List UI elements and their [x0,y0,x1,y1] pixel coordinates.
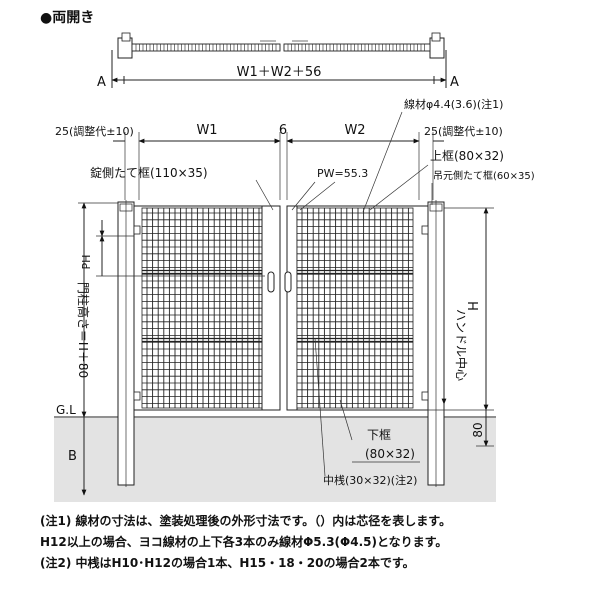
wire-label: 線材φ4.4(3.6)(注1) [404,97,503,111]
right-dimensions [410,207,494,447]
mid-bar-label: 中桟(30×32)(注2) [323,473,417,487]
top-frame-label: 上框(80×32) [430,149,504,163]
h-label: H [467,301,482,311]
right-mesh [297,208,413,408]
gap-label: 6 [279,123,287,138]
hinge-icon [133,225,429,401]
bottom-80-label: 80 [471,422,485,437]
w2-label: W2 [344,123,365,138]
total-width-label: W1＋W2＋56 [237,65,322,80]
diagram-title: ●両開き [40,10,94,26]
adjust-right-label: 25(調整代±10) [424,124,503,138]
ph-label: PH [80,255,93,270]
left-dimensions [78,202,265,496]
bottom-frame-label: 下框 [367,428,391,442]
gl-label: G.L [56,403,76,417]
w1-label: W1 [196,123,217,138]
post-height-label: 門柱高さ＝H＋80 [76,282,91,378]
note-1-cont: H12以上の場合、ヨコ線材の上下各3本のみ線材Φ5.3(Φ4.5)となります。 [40,535,448,549]
hinge-post-label: 吊元側たて框(60×35) [433,169,535,182]
handle-center-label: ハンドル中心 [454,309,469,381]
a-left-label: A [97,75,106,90]
left-post [117,200,135,487]
leader-lines [255,111,433,477]
left-mesh [142,208,262,408]
lock-post-label: 錠側たて框(110×35) [90,165,208,180]
handle-icon [267,271,292,293]
a-right-label: A [450,75,459,90]
adjust-left-label: 25(調整代±10) [55,124,134,138]
note-1: (注1) 線材の寸法は、塗装処理後の外形寸法です。（）内は芯径を表します。 [40,514,452,528]
plan-view [111,32,447,88]
gate-drawing: ●両開き A A W1＋W2＋56 25(調整代±10) W1 6 W2 [40,10,535,502]
b-label: B [68,449,77,464]
note-2: (注2) 中桟はH10･H12の場合1本、H15・18・20の場合2本です。 [40,556,415,570]
bottom-frame-size-label: (80×32) [365,447,415,461]
right-post [427,200,445,487]
dimension-lines [113,132,444,200]
notes: (注1) 線材の寸法は、塗装処理後の外形寸法です。（）内は芯径を表します。 H1… [40,511,592,574]
pw-label: PW=55.3 [317,167,368,180]
